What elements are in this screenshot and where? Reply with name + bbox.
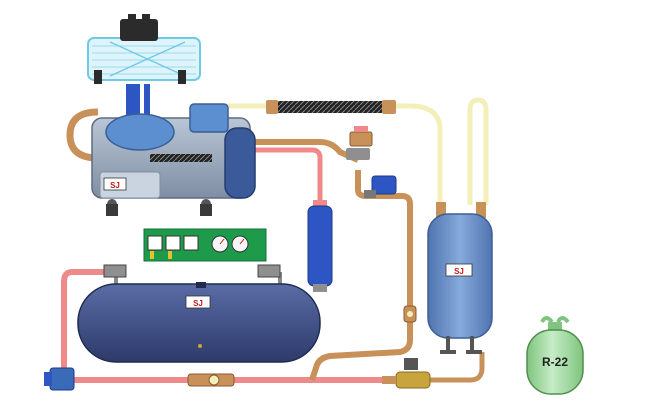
condenser-coil (87, 14, 201, 120)
ball-valve-icon (382, 358, 431, 389)
suction-line-accumulator-b (467, 97, 489, 205)
compressor-brand-label: SJ (110, 181, 120, 190)
suction-bend (66, 108, 215, 162)
refrigerant-cylinder-icon: R-22 (526, 316, 584, 395)
accumulator-icon: SJ (427, 202, 493, 354)
fan-motor-icon (120, 19, 158, 41)
flexible-hose (276, 101, 384, 113)
filter-drier-icon (307, 200, 333, 292)
compressor-hose (150, 154, 212, 162)
liquid-line-vertical (309, 170, 413, 381)
check-valve-icon (187, 373, 235, 387)
refrigerant-label: R-22 (542, 355, 568, 369)
receiver-tank-icon: SJ (77, 264, 321, 363)
expansion-valve-icon (346, 126, 373, 160)
coil-connector-pipe (126, 84, 140, 120)
compressor-icon: SJ (91, 103, 256, 216)
discharge-line (250, 147, 323, 205)
receiver-brand-label: SJ (193, 299, 203, 308)
pressure-gauge-panel-icon (143, 228, 267, 262)
accumulator-brand-label: SJ (454, 267, 464, 276)
liquid-line-upper (215, 139, 360, 163)
suction-line-accumulator-a (300, 103, 443, 205)
service-valve-icon (44, 367, 75, 391)
solenoid-valve-icon (364, 175, 397, 198)
return-line-right (410, 352, 485, 383)
sight-glass-icon (403, 305, 417, 323)
